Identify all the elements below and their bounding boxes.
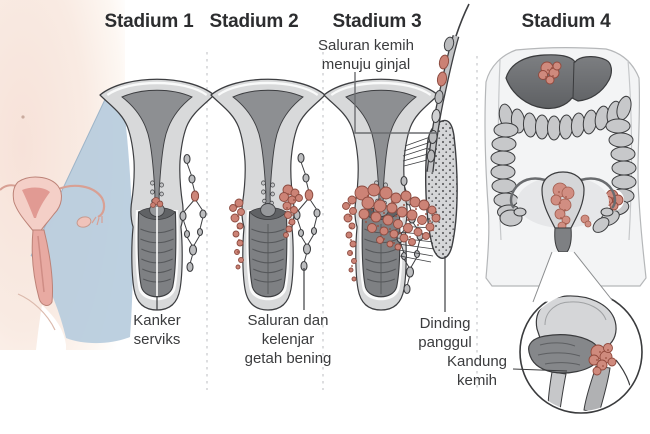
small-uterus-illustration: [0, 176, 106, 306]
label-cervical-cancer: Kanker serviks: [133, 312, 181, 348]
skin-mole: [21, 115, 25, 119]
zoom-beam-to-inset: [532, 251, 613, 303]
tumor-speckles: [236, 193, 295, 253]
affected-lymph-node: [190, 190, 200, 202]
stage-4-title: Stadium 4: [521, 11, 611, 32]
stage-4-diagram: [484, 47, 647, 414]
bladder: [528, 334, 601, 374]
affected-lymph-node: [304, 189, 314, 201]
tumor-mass: [150, 197, 164, 208]
label-bladder: Kandung kemih: [446, 353, 508, 389]
label-lymph-vessels-nodes: Saluran dan kelenjar getah bening: [244, 312, 332, 367]
body-locator-illustration: [0, 0, 133, 424]
lymph-node-chain: [293, 152, 321, 272]
stage-1-title: Stadium 1: [104, 11, 194, 32]
panel-dividers: [206, 52, 478, 390]
tumor-mass: [229, 184, 303, 270]
lymph-node-chain: [179, 153, 207, 273]
stage-3-title: Stadium 3: [332, 11, 422, 32]
bladder-tumor: [588, 343, 617, 376]
liver: [505, 54, 612, 110]
label-pelvic-wall: Dinding panggul: [418, 315, 472, 351]
pointer-bracket-ureter: [354, 72, 437, 134]
uterus-tumor: [550, 182, 592, 231]
tumor-speckles: [349, 194, 435, 267]
stage-4-uterus: [509, 171, 617, 253]
label-ureter-to-kidney: Saluran kemih menuju ginjal: [318, 37, 414, 73]
liver-tumor: [538, 61, 562, 85]
tumor-mass: [342, 183, 441, 282]
stage-3-diagram: [322, 3, 470, 312]
stage-2-diagram: [209, 78, 327, 312]
stage-1-diagram: [98, 78, 216, 312]
stage-2-title: Stadium 2: [209, 11, 299, 32]
pointer-line: [512, 368, 568, 372]
bladder-inset-contents: [528, 295, 633, 411]
ureter: [426, 3, 470, 173]
